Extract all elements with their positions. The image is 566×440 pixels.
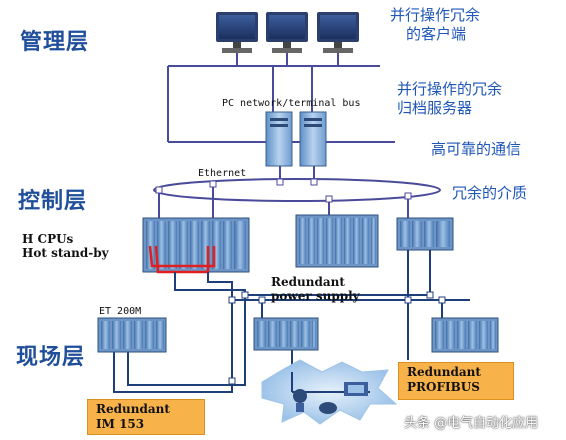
note-parallel-archive-line1: 并行操作的冗余 — [397, 80, 503, 98]
controller-rack-2 — [295, 214, 379, 268]
label-redundant-power-line2: power supply — [271, 289, 360, 303]
profibus-junctions — [228, 291, 446, 385]
callout-redundant-im153-line1: Redundant — [96, 402, 170, 416]
layer-label-management: 管理层 — [20, 30, 90, 55]
layer-label-control: 控制层 — [18, 189, 88, 214]
label-h-cpus: H CPUs Hot stand-by — [22, 232, 109, 260]
label-ethernet: Ethernet — [198, 168, 247, 179]
h-cpu-rack — [142, 217, 250, 274]
label-redundant-power: Redundant power supply — [271, 275, 360, 303]
note-parallel-archive: 并行操作的冗余 归档服务器 — [397, 80, 502, 118]
label-h-cpus-line1: H CPUs — [22, 232, 74, 246]
ethernet-ring — [153, 178, 441, 203]
client-monitor-3 — [317, 12, 359, 53]
archive-server-1 — [265, 111, 293, 167]
note-parallel-archive-line2: 归档服务器 — [397, 99, 473, 117]
note-parallel-clients-line2: 的客户端 — [406, 25, 467, 43]
et200m-station — [97, 317, 167, 353]
field-rack-middle — [253, 317, 319, 351]
label-h-cpus-line2: Hot stand-by — [22, 246, 109, 260]
watermark-text: 头条 @电气自动化应用 — [404, 416, 539, 431]
callout-redundant-im153-line2: IM 153 — [96, 417, 145, 431]
client-monitor-2 — [266, 12, 308, 53]
label-redundant-power-line1: Redundant — [271, 275, 345, 289]
label-pc-bus: PC network/terminal bus — [222, 98, 361, 109]
archive-server-2 — [299, 111, 327, 167]
note-parallel-clients-line1: 并行操作冗余 — [390, 6, 481, 24]
note-reliable-comm: 高可靠的通信 — [431, 140, 522, 158]
controller-rack-3 — [396, 217, 454, 251]
callout-redundant-im153: Redundant IM 153 — [87, 399, 205, 435]
callout-redundant-profibus-line1: Redundant — [407, 365, 481, 379]
label-et200m: ET 200M — [99, 306, 142, 317]
field-rack-right — [431, 317, 499, 353]
note-redundant-medium: 冗余的介质 — [452, 184, 528, 202]
callout-redundant-profibus: Redundant PROFIBUS — [398, 362, 514, 400]
callout-redundant-profibus-line2: PROFIBUS — [407, 380, 480, 394]
ring-drops — [158, 187, 409, 218]
note-parallel-clients: 并行操作冗余 的客户端 — [390, 6, 480, 44]
client-monitor-1 — [216, 12, 258, 53]
field-devices-cluster — [261, 359, 398, 425]
layer-label-field: 现场层 — [16, 345, 86, 370]
